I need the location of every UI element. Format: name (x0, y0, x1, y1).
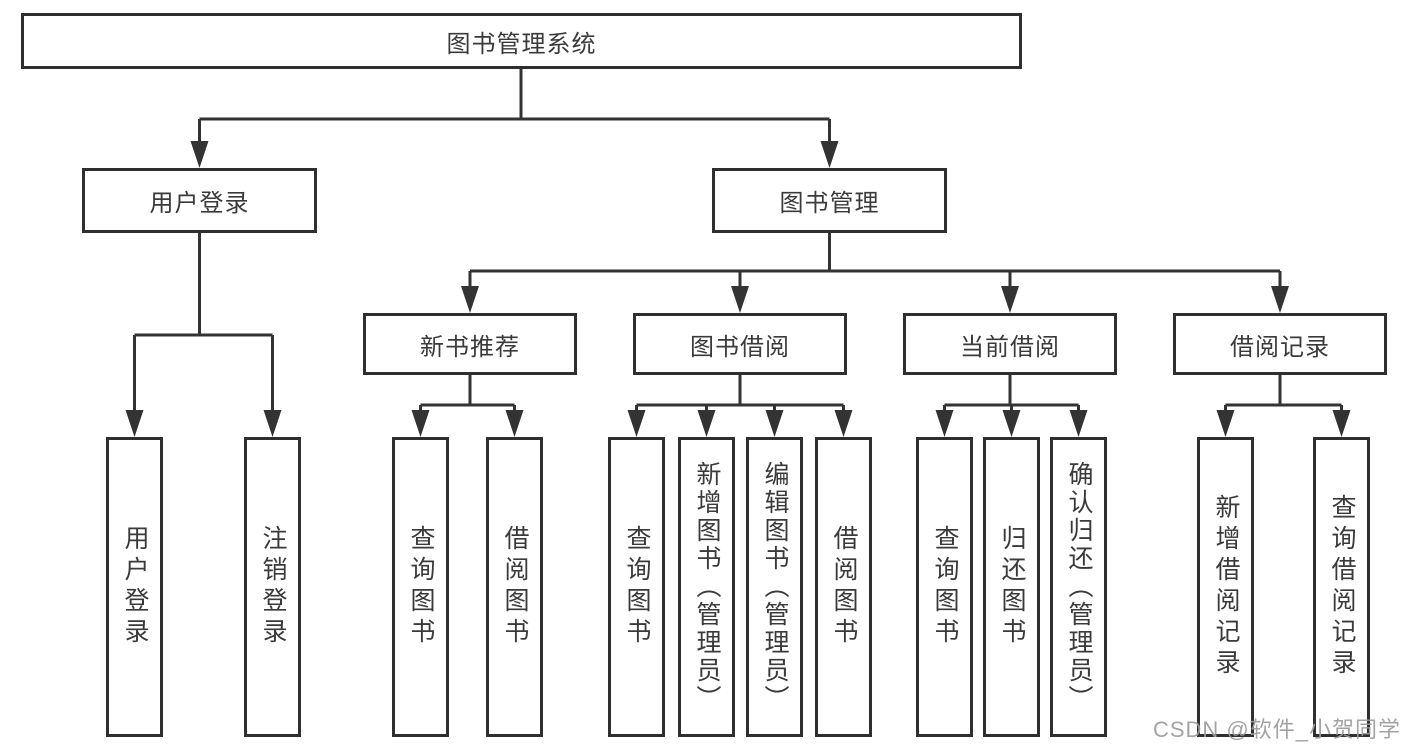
node-label: 借阅图书 (830, 525, 858, 649)
node-label: 查询借阅记录 (1328, 494, 1356, 680)
node-current-borrow: 当前借阅 (903, 313, 1117, 375)
leaf-edit-book-admin: 编辑图书（管理员） (746, 437, 803, 737)
leaf-confirm-return-admin: 确认归还（管理员） (1050, 437, 1107, 737)
node-borrow-records: 借阅记录 (1173, 313, 1387, 375)
node-label: 借阅记录 (1230, 333, 1330, 361)
node-label: 查询图书 (931, 525, 959, 649)
node-label: 新增图书（管理员） (693, 461, 721, 713)
node-label: 确认归还（管理员） (1065, 461, 1093, 713)
node-label: 注销登录 (259, 525, 287, 649)
node-label: 当前借阅 (960, 333, 1060, 361)
node-label: 图书管理 (779, 190, 880, 217)
node-book-borrow: 图书借阅 (633, 313, 847, 375)
node-new-book-recommend: 新书推荐 (363, 313, 577, 375)
node-label: 查询图书 (407, 525, 435, 649)
leaf-add-borrow-record: 新增借阅记录 (1197, 437, 1254, 737)
node-user-login: 用户登录 (82, 168, 317, 233)
node-label: 借阅图书 (501, 525, 529, 649)
leaf-query-book-recommend: 查询图书 (392, 437, 449, 737)
leaf-query-book-current: 查询图书 (916, 437, 973, 737)
node-label: 编辑图书（管理员） (761, 461, 789, 713)
leaf-borrow-book: 借阅图书 (815, 437, 872, 737)
node-label: 新书推荐 (420, 333, 520, 361)
node-label: 用户登录 (121, 525, 149, 649)
leaf-query-book-borrow: 查询图书 (608, 437, 665, 737)
node-label: 归还图书 (998, 525, 1026, 649)
node-label: 新增借阅记录 (1212, 494, 1240, 680)
node-library-management-system: 图书管理系统 (21, 13, 1022, 69)
leaf-user-login: 用户登录 (106, 437, 163, 737)
node-label: 图书借阅 (690, 333, 790, 361)
node-book-management: 图书管理 (712, 168, 947, 233)
csdn-watermark: CSDN @软件_小贺同学 (1152, 717, 1401, 742)
node-label: 查询图书 (623, 525, 651, 649)
leaf-borrow-book-recommend: 借阅图书 (486, 437, 543, 737)
leaf-query-borrow-record: 查询借阅记录 (1313, 437, 1370, 737)
leaf-return-book: 归还图书 (983, 437, 1040, 737)
leaf-logout: 注销登录 (244, 437, 301, 737)
leaf-add-book-admin: 新增图书（管理员） (678, 437, 735, 737)
node-label: 用户登录 (149, 190, 250, 217)
node-label: 图书管理系统 (446, 30, 597, 58)
